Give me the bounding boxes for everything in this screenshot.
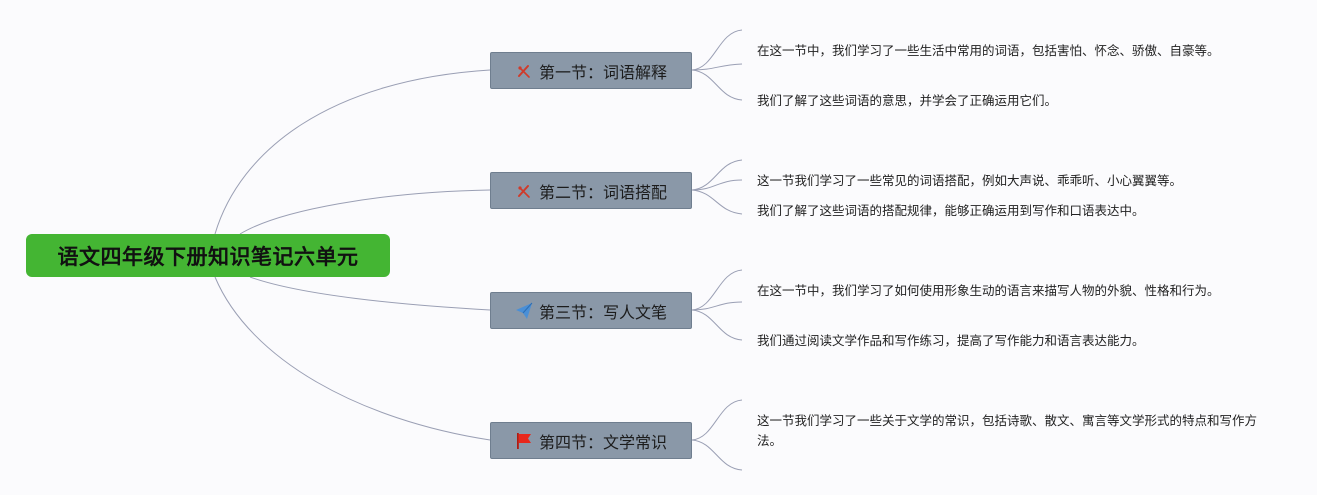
connector-root-branch-1 <box>214 69 491 235</box>
connector-b2-top <box>691 159 743 191</box>
connector-b2-mid <box>691 179 743 191</box>
note-section-1-b[interactable]: 我们了解了这些词语的意思，并学会了正确运用它们。 <box>757 91 1257 111</box>
connector-b4-top <box>691 399 743 441</box>
root-topic[interactable]: 语文四年级下册知识笔记六单元 <box>26 234 390 277</box>
connector-b3-top <box>691 269 743 311</box>
connector-b2-bot <box>691 189 743 215</box>
note-section-2-a[interactable]: 这一节我们学习了一些常见的词语搭配，例如大声说、乖乖听、小心翼翼等。 <box>757 171 1257 191</box>
tools-icon <box>515 182 533 200</box>
note-section-4-a[interactable]: 这一节我们学习了一些关于文学的常识，包括诗歌、散文、寓言等文学形式的特点和写作方… <box>757 411 1257 451</box>
note-text: 我们了解了这些词语的搭配规律，能够正确运用到写作和口语表达中。 <box>757 203 1145 218</box>
note-text: 这一节我们学习了一些关于文学的常识，包括诗歌、散文、寓言等文学形式的特点和写作方… <box>757 413 1258 448</box>
connector-root-branch-3 <box>249 276 491 311</box>
red-flag-icon <box>515 432 533 450</box>
note-section-3-a[interactable]: 在这一节中，我们学习了如何使用形象生动的语言来描写人物的外貌、性格和行为。 <box>757 281 1257 301</box>
branch-section-1[interactable]: 第一节：词语解释 <box>490 52 692 89</box>
connector-b1-bot <box>691 69 743 101</box>
connector-b4-bot <box>691 439 743 471</box>
branch-section-4[interactable]: 第四节：文学常识 <box>490 422 692 459</box>
note-section-3-b[interactable]: 我们通过阅读文学作品和写作练习，提高了写作能力和语言表达能力。 <box>757 331 1257 351</box>
root-topic-title: 语文四年级下册知识笔记六单元 <box>57 244 359 269</box>
note-text: 在这一节中，我们学习了一些生活中常用的词语，包括害怕、怀念、骄傲、自豪等。 <box>757 43 1220 58</box>
tools-icon <box>515 62 533 80</box>
connector-b3-bot <box>691 309 743 341</box>
connector-root-branch-2 <box>239 189 491 235</box>
note-text: 我们通过阅读文学作品和写作练习，提高了写作能力和语言表达能力。 <box>757 333 1145 348</box>
note-text: 这一节我们学习了一些常见的词语搭配，例如大声说、乖乖听、小心翼翼等。 <box>757 173 1183 188</box>
branch-section-2[interactable]: 第二节：词语搭配 <box>490 172 692 209</box>
connector-b3-mid <box>691 301 743 311</box>
note-section-1-a[interactable]: 在这一节中，我们学习了一些生活中常用的词语，包括害怕、怀念、骄傲、自豪等。 <box>757 41 1257 61</box>
note-text: 在这一节中，我们学习了如何使用形象生动的语言来描写人物的外貌、性格和行为。 <box>757 283 1220 298</box>
branch-label: 第二节：词语搭配 <box>538 182 667 202</box>
note-section-2-b[interactable]: 我们了解了这些词语的搭配规律，能够正确运用到写作和口语表达中。 <box>757 201 1257 221</box>
paper-plane-icon <box>515 302 533 320</box>
connector-b1-top <box>691 29 743 71</box>
branch-section-3[interactable]: 第三节：写人文笔 <box>490 292 692 329</box>
note-text: 我们了解了这些词语的意思，并学会了正确运用它们。 <box>757 93 1058 108</box>
branch-label: 第一节：词语解释 <box>538 62 667 82</box>
connector-root-branch-4 <box>214 276 491 441</box>
branch-label: 第四节：文学常识 <box>538 432 667 452</box>
branch-label: 第三节：写人文笔 <box>538 302 667 322</box>
connector-b1-mid <box>691 63 743 71</box>
